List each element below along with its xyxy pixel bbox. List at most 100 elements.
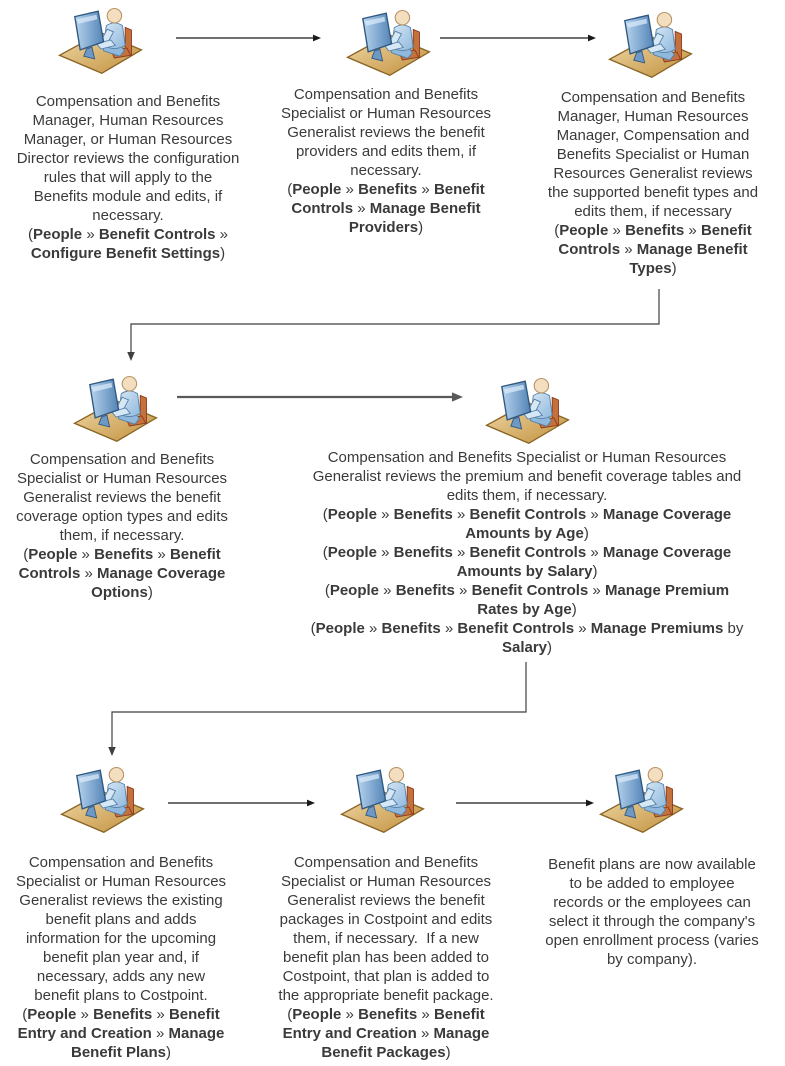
- elbow-connector: [111, 662, 527, 747]
- flow-arrowhead: [307, 799, 315, 807]
- text-segment: »: [379, 582, 396, 599]
- text-segment: »: [440, 620, 458, 637]
- text-segment: open enrollment process (varies: [545, 932, 759, 949]
- elbow-arrowhead: [127, 352, 135, 361]
- step-text-line: Entry and Creation » Manage: [258, 1024, 514, 1043]
- flow-arrowhead: [588, 34, 596, 42]
- text-segment: (: [287, 181, 293, 198]
- menu-path-segment: People: [315, 620, 365, 637]
- text-segment: by company).: [606, 951, 698, 968]
- person-at-computer-icon: [337, 763, 427, 835]
- step-text-line: Generalist reviews the benefit: [0, 488, 247, 507]
- step-text-line: edits them, if necessary.: [287, 486, 767, 505]
- text-segment: Specialist or Human Resources: [280, 105, 492, 122]
- text-segment: Generalist reviews the benefit: [287, 124, 485, 141]
- text-segment: »: [608, 222, 626, 239]
- menu-path-segment: Salary: [501, 639, 548, 656]
- step-text-line: Generalist reviews the benefit: [258, 891, 514, 910]
- text-segment: »: [586, 544, 603, 561]
- text-segment: »: [588, 582, 605, 599]
- menu-path-segment: Benefits: [94, 546, 154, 563]
- text-segment: Costpoint, that plan is added to: [282, 968, 490, 985]
- step-text-line: benefit plans to Costpoint.: [0, 986, 246, 1005]
- text-segment: benefit plan has been added to: [282, 949, 489, 966]
- text-segment: »: [454, 582, 472, 599]
- menu-path-segment: Controls: [291, 200, 354, 217]
- menu-path-segment: People: [28, 546, 78, 563]
- text-segment: ): [166, 1044, 172, 1061]
- step-text-line: coverage option types and edits: [0, 507, 247, 526]
- text-segment: Resources Generalist reviews: [553, 165, 753, 182]
- step-text-line: by company).: [527, 950, 777, 969]
- text-segment: »: [153, 546, 170, 563]
- menu-path-segment: Manage: [433, 1025, 490, 1042]
- text-segment: Generalist reviews the premium and benef…: [312, 468, 742, 485]
- text-segment: to be added to employee: [569, 875, 735, 892]
- step-text-line: Providers): [258, 218, 514, 237]
- text-segment: Manager, Human Resources: [557, 108, 749, 125]
- menu-path-segment: Benefits: [93, 1006, 153, 1023]
- step-text-line: records or the employees can: [527, 893, 777, 912]
- step-text-line: Director reviews the configuration: [0, 149, 256, 168]
- menu-path-segment: Manage Coverage: [602, 506, 732, 523]
- step-text-line: Benefit Plans): [0, 1043, 246, 1062]
- step-text-line: Configure Benefit Settings): [0, 244, 256, 263]
- menu-path-segment: Manage Coverage: [96, 565, 226, 582]
- person-at-computer-icon: [482, 374, 572, 446]
- step-text-line: Manager, or Human Resources: [0, 130, 256, 149]
- menu-path-segment: Benefits: [625, 222, 685, 239]
- menu-path-segment: Options: [91, 584, 148, 601]
- text-segment: records or the employees can: [553, 894, 751, 911]
- step-text-line: Specialist or Human Resources: [258, 872, 514, 891]
- step-text-line: (People » Benefits » Benefit Controls » …: [287, 619, 767, 638]
- step-text-line: (People » Benefits » Benefit: [523, 221, 783, 240]
- text-segment: Benefits Specialist or Human: [556, 146, 750, 163]
- text-segment: necessary, adds any new: [36, 968, 206, 985]
- text-segment: (: [22, 1006, 28, 1023]
- flow-arrowhead: [586, 799, 594, 807]
- text-segment: »: [152, 1006, 169, 1023]
- step-text-line: Entry and Creation » Manage: [0, 1024, 246, 1043]
- step-5-description: Compensation and Benefits Specialist or …: [287, 448, 767, 657]
- menu-path-segment: People: [559, 222, 609, 239]
- menu-path-segment: Benefit: [169, 546, 221, 563]
- text-segment: edits them, if necessary.: [446, 487, 608, 504]
- text-segment: edits them, if necessary: [574, 203, 732, 220]
- menu-path-segment: Benefit: [168, 1006, 220, 1023]
- menu-path-segment: People: [327, 506, 377, 523]
- menu-path-segment: People: [329, 582, 380, 599]
- text-segment: (: [324, 582, 330, 599]
- step-text-line: necessary.: [258, 161, 514, 180]
- step-text-line: them, if necessary. If a new: [258, 929, 514, 948]
- menu-path-segment: People: [32, 226, 83, 243]
- text-segment: ): [445, 1044, 451, 1061]
- text-segment: providers and edits them, if: [295, 143, 477, 160]
- menu-path-segment: Manage Benefit: [369, 200, 481, 217]
- text-segment: ): [592, 563, 598, 580]
- step-text-line: Compensation and Benefits: [523, 88, 783, 107]
- menu-path-segment: Benefit Packages: [321, 1044, 446, 1061]
- step-text-line: (People » Benefits » Benefit Controls » …: [287, 505, 767, 524]
- text-segment: »: [215, 226, 229, 243]
- step-text-line: benefit plan year and, if: [0, 948, 246, 967]
- text-segment: information for the upcoming: [25, 930, 217, 947]
- text-segment: Generalist reviews the existing: [19, 892, 223, 909]
- step-text-line: Specialist or Human Resources: [0, 872, 246, 891]
- menu-path-segment: Benefits: [395, 582, 455, 599]
- text-segment: benefit plans to Costpoint.: [34, 987, 208, 1004]
- text-segment: »: [80, 565, 97, 582]
- text-segment: »: [416, 1025, 434, 1042]
- step-text-line: select it through the company's: [527, 912, 777, 931]
- text-segment: Generalist reviews the benefit: [287, 892, 485, 909]
- step-text-line: (People » Benefits » Benefit Controls » …: [287, 581, 767, 600]
- person-at-computer-icon: [343, 6, 433, 78]
- text-segment: Generalist reviews the benefit: [23, 489, 221, 506]
- text-segment: necessary.: [92, 207, 164, 224]
- step-text-line: Controls » Manage Benefit: [258, 199, 514, 218]
- step-text-line: (People » Benefits » Benefit: [258, 1005, 514, 1024]
- menu-path-segment: Controls: [18, 565, 81, 582]
- menu-path-segment: Benefits: [381, 620, 441, 637]
